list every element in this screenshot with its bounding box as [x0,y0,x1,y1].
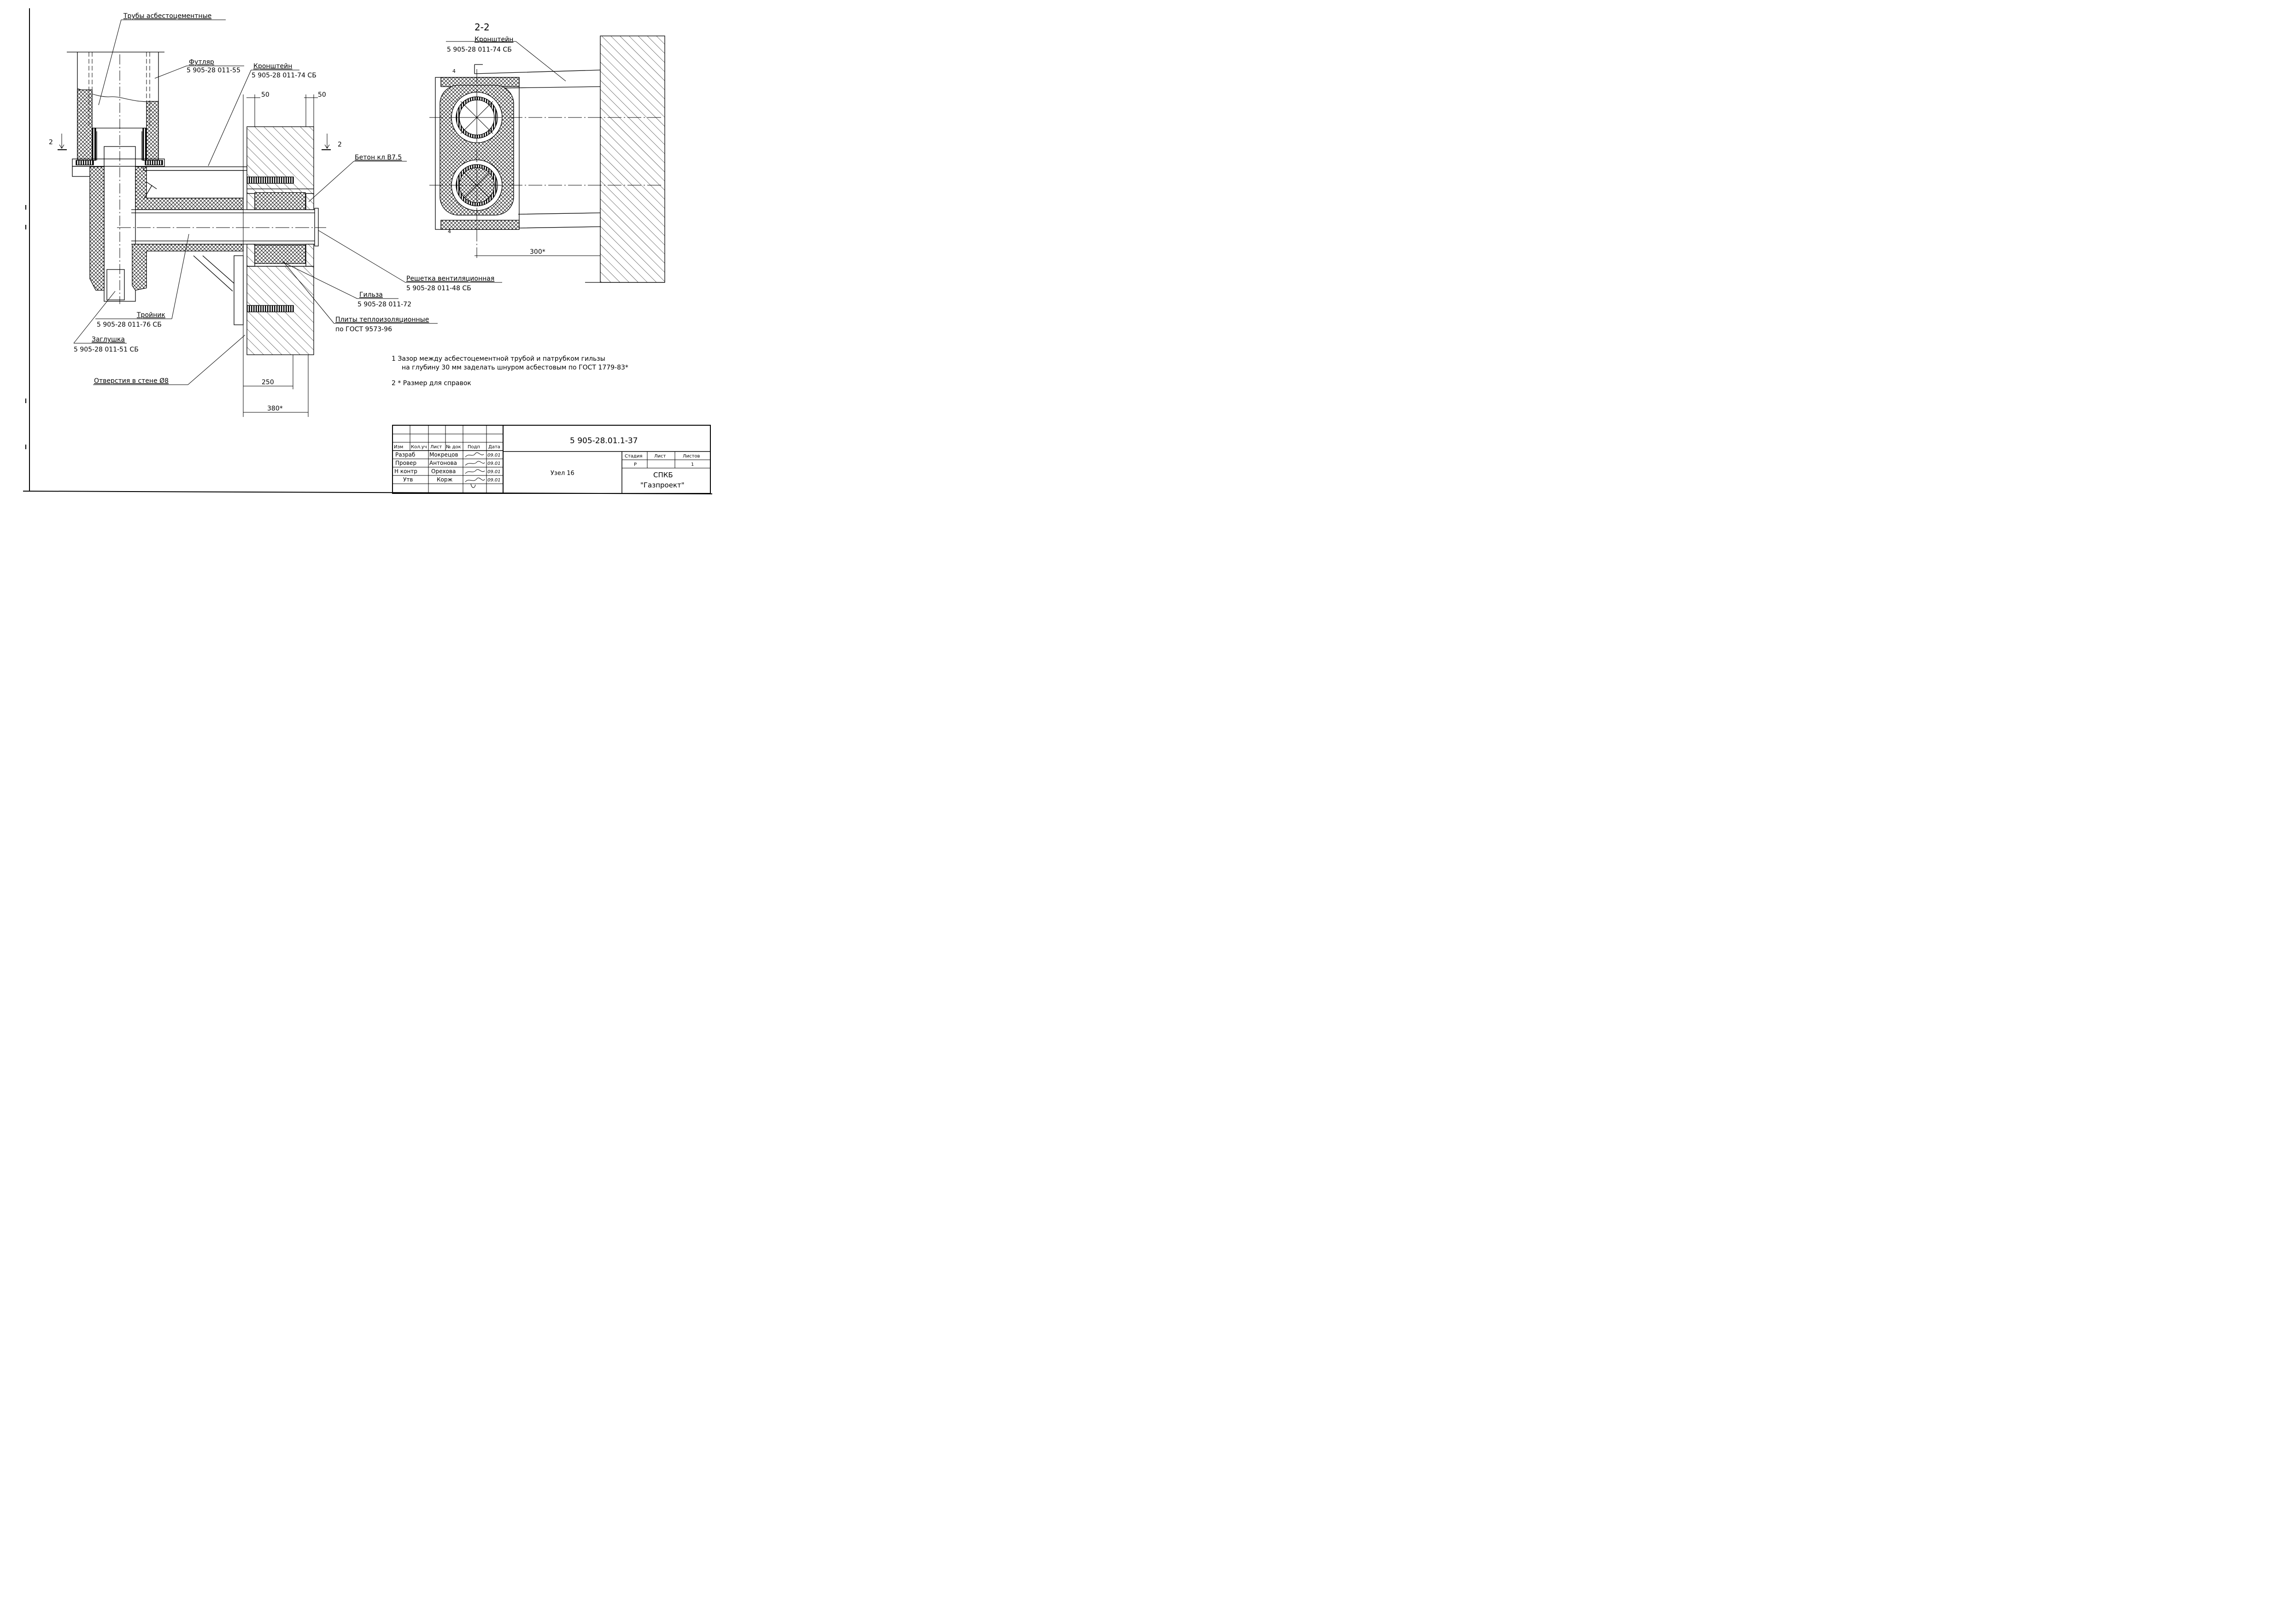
anchor-lower [247,305,294,312]
header-list2: Лист [654,454,666,459]
title-block [392,425,711,494]
label-tee-title: Тройник [136,311,165,319]
header-list: Лист [430,445,442,450]
label-grille-code: 5 905-28 011-48 СБ [406,285,471,292]
section-mark-4-top: 4 [452,68,456,74]
label-tee-code: 5 905-28 011-76 СБ [97,321,162,328]
name-row-3: Орехова [431,468,456,475]
org-line-2: "Газпроект" [640,481,685,489]
date-row-2: 09.01 [487,461,501,466]
section-mark-4-bottom: 4 [448,229,451,235]
label-dim-380: 380* [267,405,283,412]
section-bracket-code: 5 905-28 011-74 СБ [447,46,512,53]
name-row-4: Корж [437,476,452,483]
note-1-line-2: на глубину 30 мм заделать шнуром асбесто… [402,364,628,371]
header-listov: Листов [683,454,700,459]
label-sleeve-title: Гильза [359,291,383,299]
label-grille-title: Решетка вентиляционная [406,275,494,282]
label-plates-title: Плиты теплоизоляционные [335,316,429,323]
date-row-4: 09.01 [487,478,501,483]
section-mark-right: 2 [338,141,342,148]
section-dim-300: 300* [530,248,545,256]
header-data: Дата [488,445,500,450]
stage-value: Р [634,462,637,467]
label-bracket-title: Кронштейн [253,63,292,70]
date-row-1: 09.01 [487,453,501,458]
label-dim-250: 250 [262,379,274,386]
drawing-sheet: Трубы асбестоцементные Футляр 5 905-28 0… [23,8,713,494]
label-concrete: Бетон кл В7.5 [355,154,402,161]
title-block-text: 5 905-28.01.1-37 Узел 16 СПКБ "Газпроект… [394,436,700,489]
section-wall [600,35,665,283]
label-plates-code: по ГОСТ 9573-96 [335,326,392,333]
header-kol: Кол.уч [411,445,427,450]
header-izm: Изм [394,445,403,450]
insulation-plate-upper [254,192,306,210]
label-dim-50-left: 50 [261,91,270,99]
section-mark-left: 2 [49,139,53,146]
anchor-upper [247,176,294,184]
note-1-line-1: 1 Зазор между асбестоцементной трубой и … [392,355,605,363]
case-insulation-left [77,89,93,161]
label-case-code: 5 905-28 011-55 [187,67,240,74]
org-line-1: СПКБ [653,471,673,479]
label-bracket-code: 5 905-28 011-74 СБ [252,72,316,79]
sheet-value: 1 [691,462,694,467]
main-view [58,52,331,417]
section-labels: 2-2 Кронштейн 5 905-28 011-74 СБ 300* 4 … [447,22,545,256]
label-pipes: Трубы асбестоцементные [123,12,211,20]
role-row-2: Провер [395,460,416,466]
role-row-4: Утв [403,476,413,483]
main-labels: Трубы асбестоцементные Футляр 5 905-28 0… [49,12,494,412]
header-ndoc: № док [446,445,461,450]
label-dim-50-right: 50 [318,91,326,99]
section-view [429,35,665,283]
name-row-1: Мокрецов [429,451,458,458]
label-sleeve-code: 5 905-28 011-72 [357,301,411,308]
header-stadia: Стадия [625,454,642,459]
label-holes: Отверстия в стене Ø8 [94,377,169,385]
date-row-3: 09.01 [487,469,501,475]
insulation-plate-lower [254,245,306,264]
role-row-3: Н контр [394,468,417,475]
case-insulation-right [146,101,159,161]
label-case-title: Футляр [189,59,214,66]
header-podp: Подп [468,445,480,450]
name-row-2: Антонова [429,460,457,466]
role-row-1: Разраб [395,451,415,458]
notes: 1 Зазор между асбестоцементной трубой и … [392,355,628,387]
note-2: 2 * Размер для справок [392,380,471,387]
label-plug-code: 5 905-28 011-51 СБ [74,346,139,353]
label-plug-title: Заглушка [92,336,125,343]
doc-number: 5 905-28.01.1-37 [570,436,638,446]
section-bracket-title: Кронштейн [475,36,513,43]
sheet-name: Узел 16 [551,470,574,477]
section-title: 2-2 [475,22,490,33]
leader-lines [73,19,502,385]
